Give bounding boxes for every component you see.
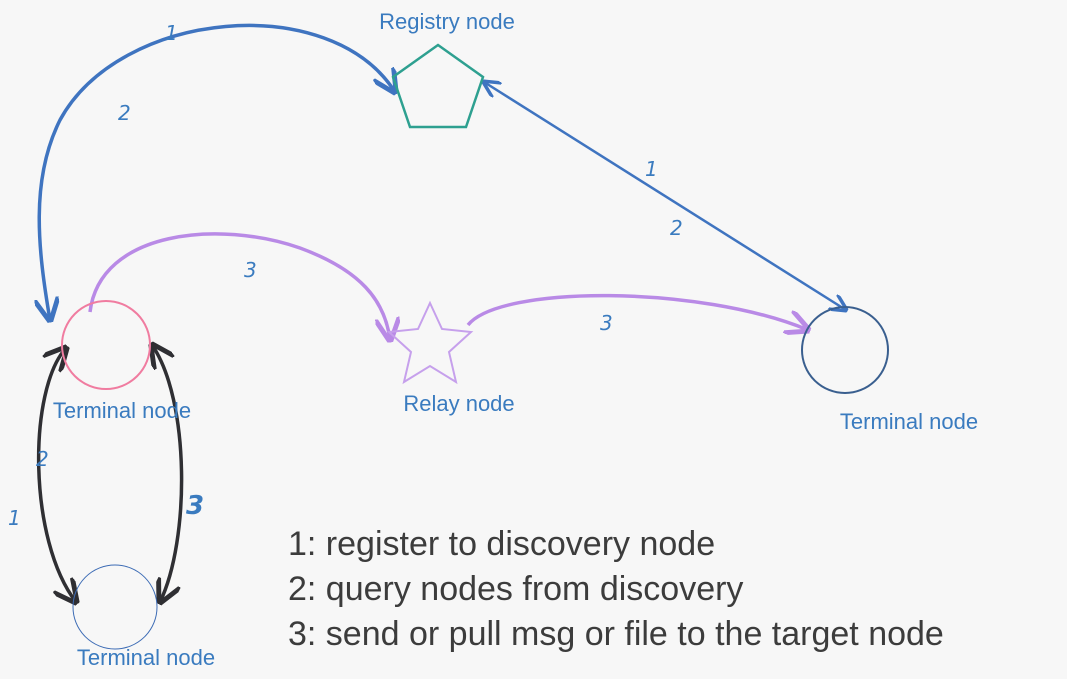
edge-label-registry-left-1: 1 (165, 21, 178, 45)
legend-item-register: 1: register to discovery node (288, 525, 716, 563)
edge-left-terminal-to-bottom-terminal-3 (152, 345, 184, 602)
legend-item-send: 3: send or pull msg or file to the targe… (288, 615, 944, 653)
edge-registry-to-left-terminal (39, 23, 395, 320)
edge-left-terminal-to-relay (88, 232, 390, 340)
terminal-node-bottom-label: Terminal node (77, 645, 215, 670)
relay-node-label: Relay node (403, 391, 514, 416)
registry-node-label: Registry node (379, 9, 515, 34)
edge-registry-to-right-terminal (484, 82, 846, 310)
terminal-node-right-label: Terminal node (840, 409, 978, 434)
edge-label-registry-right-1: 1 (645, 157, 658, 181)
edge-label-left-bottom-3: 3 (186, 491, 204, 521)
terminal-node-bottom-circle (72, 564, 158, 650)
legend-item-query: 2: query nodes from discovery (288, 570, 744, 608)
edge-label-registry-left-2: 2 (118, 101, 131, 125)
edge-relay-to-right-terminal (466, 293, 808, 330)
edge-label-left-relay-3: 3 (244, 258, 257, 282)
legend: 1: register to discovery node 2: query n… (288, 522, 1058, 657)
edge-label-left-bottom-1: 1 (8, 506, 21, 530)
terminal-node-left-label: Terminal node (53, 398, 191, 423)
registry-node-pentagon (391, 43, 485, 129)
relay-node-star (386, 300, 474, 385)
edge-label-relay-right-3: 3 (600, 311, 613, 335)
edge-label-left-bottom-2: 2 (36, 447, 49, 471)
terminal-node-right-circle (801, 306, 889, 394)
terminal-node-left-circle (61, 300, 151, 390)
edge-label-registry-right-2: 2 (670, 216, 683, 240)
edge-left-terminal-to-bottom-terminal-1 (36, 348, 76, 602)
